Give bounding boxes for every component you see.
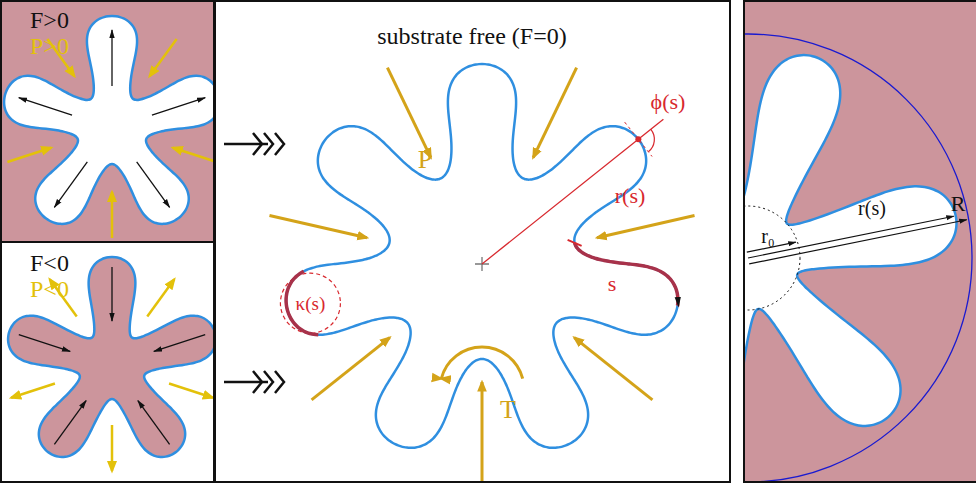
symbol-label: ϕ(s) bbox=[651, 91, 686, 113]
force-arrow bbox=[19, 335, 70, 352]
arc-start-tick bbox=[568, 240, 582, 246]
confining-circle bbox=[745, 34, 972, 482]
pressure-arrow bbox=[533, 68, 576, 158]
force-arrow bbox=[154, 335, 205, 352]
arc-length-segment bbox=[575, 243, 678, 306]
force-arrow bbox=[54, 401, 86, 445]
pressure-arrow bbox=[11, 384, 55, 398]
panel-frame bbox=[1, 1, 214, 242]
transition-chevron bbox=[275, 371, 284, 393]
pressure-arrow bbox=[150, 39, 177, 76]
force-arrow bbox=[54, 162, 87, 207]
angle-arc bbox=[648, 129, 654, 151]
transition-chevron bbox=[253, 133, 262, 155]
symbol-label: R bbox=[951, 193, 966, 215]
symbol-label: κ(s) bbox=[296, 294, 326, 313]
symbol-label: P<0 bbox=[30, 277, 69, 301]
radius-arrow bbox=[748, 216, 954, 258]
pressure-arrow bbox=[574, 338, 652, 400]
transition-chevron bbox=[253, 371, 262, 393]
pressure-arrow bbox=[269, 215, 366, 237]
middle-panel bbox=[216, 1, 729, 482]
symbol-label: F<0 bbox=[30, 251, 69, 275]
radius-arrow bbox=[749, 220, 967, 264]
symbol-label: F>0 bbox=[30, 8, 69, 32]
panel-frame bbox=[744, 1, 976, 482]
force-arrow bbox=[111, 267, 112, 321]
cell-outline bbox=[4, 16, 214, 224]
radius-line bbox=[482, 119, 663, 264]
transition-chevron bbox=[275, 133, 284, 155]
symbol-label: r(s) bbox=[858, 198, 886, 218]
force-arrow bbox=[137, 162, 170, 207]
pressure-arrow bbox=[169, 384, 213, 398]
pressure-arrow bbox=[111, 192, 114, 238]
pressure-arrow bbox=[173, 148, 214, 162]
transition-chevron bbox=[264, 133, 273, 155]
panel-title: substrate free (F=0) bbox=[377, 24, 566, 48]
pressure-arrow bbox=[481, 382, 484, 482]
panel-frame bbox=[215, 1, 730, 482]
pressure-arrow bbox=[312, 338, 390, 400]
pressure-arrow bbox=[7, 148, 51, 162]
tension-arrow bbox=[441, 347, 522, 379]
pressure-arrow bbox=[387, 68, 430, 158]
tangent-line bbox=[625, 122, 652, 156]
pressure-arrow bbox=[111, 425, 114, 471]
symbol-label: P>0 bbox=[30, 34, 69, 58]
inner-radius-circle bbox=[745, 206, 800, 310]
pressure-arrow bbox=[597, 215, 694, 237]
panel-frame bbox=[1, 242, 214, 482]
arc-arrow bbox=[677, 296, 679, 306]
symbol-label: r₀ bbox=[761, 226, 775, 246]
force-arrow bbox=[152, 98, 205, 115]
transition-chevron bbox=[264, 371, 273, 393]
symbol-label: r(s) bbox=[615, 185, 646, 207]
force-arrow bbox=[138, 401, 170, 445]
symbol-label: P bbox=[418, 147, 432, 173]
symbol-label: s bbox=[608, 273, 617, 295]
force-arrow bbox=[19, 98, 72, 115]
pressure-arrow bbox=[147, 279, 174, 316]
symbol-label: T bbox=[500, 397, 516, 423]
force-arrow bbox=[111, 30, 112, 86]
